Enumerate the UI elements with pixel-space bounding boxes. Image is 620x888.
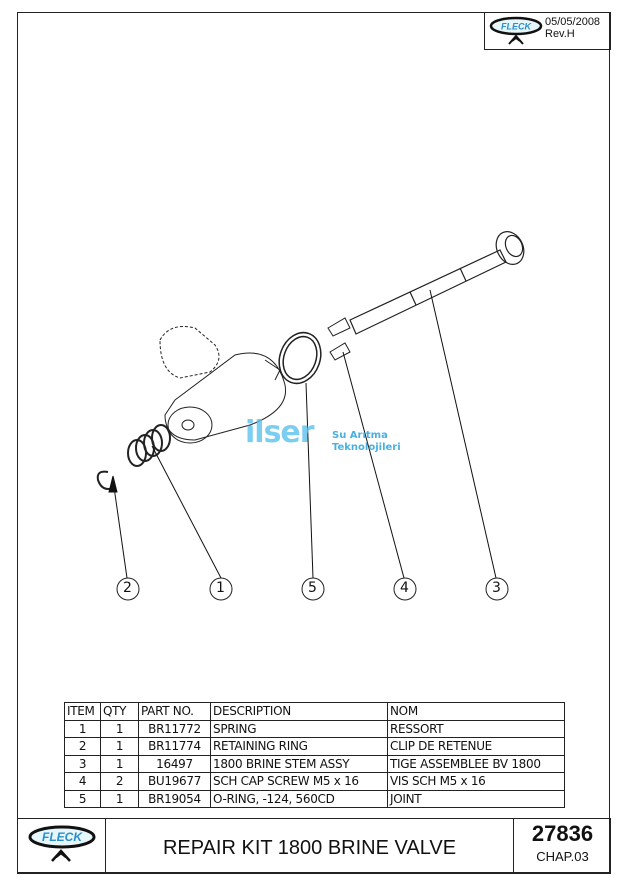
cell-description: 1800 BRINE STEM ASSY [210, 754, 388, 773]
header-qty: QTY [100, 702, 139, 721]
cell-item: 3 [64, 754, 101, 773]
cell-qty: 1 [100, 719, 139, 738]
watermark-logo: ilser [245, 415, 315, 450]
cell-qty: 1 [100, 789, 139, 808]
cell-qty: 1 [100, 754, 139, 773]
cell-description: O-RING, -124, 560CD [210, 789, 388, 808]
header-item: ITEM [64, 702, 101, 721]
cell-nom: TIGE ASSEMBLEE BV 1800 [387, 754, 565, 773]
revision-date: 05/05/2008 [545, 16, 601, 28]
svg-text:FLECK: FLECK [501, 22, 532, 32]
cell-item: 2 [64, 737, 101, 756]
cell-description: SPRING [210, 719, 388, 738]
cell-nom: CLIP DE RETENUE [387, 737, 565, 756]
balloon-4: 4 [400, 580, 409, 596]
cell-qty: 2 [100, 772, 139, 791]
item-balloons [116, 577, 509, 601]
revision-label: Rev.H [545, 28, 575, 40]
brine-stem-part [349, 231, 525, 335]
svg-text:FLECK: FLECK [42, 830, 83, 844]
watermark-line1: Su Arıtma [332, 430, 388, 441]
cell-item: 4 [64, 772, 101, 791]
balloon-1: 1 [216, 580, 225, 596]
cap-screws-part [327, 317, 351, 361]
drawing-frame [17, 12, 610, 873]
watermark-text: Su Arıtma Teknolojileri [332, 430, 401, 454]
o-ring-part [278, 331, 322, 385]
chapter-label: CHAP.03 [536, 849, 589, 864]
balloon-2: 2 [123, 580, 132, 596]
revision-box: FLECK 05/05/2008 Rev.H [484, 12, 611, 50]
cell-item: 5 [64, 789, 101, 808]
cell-description: RETAINING RING [210, 737, 388, 756]
title-block: FLECK REPAIR KIT 1800 BRINE VALVE 27836 … [17, 818, 611, 874]
retaining-ring-part [96, 470, 115, 490]
table-header-row: ITEM QTY PART NO. DESCRIPTION NOM [64, 702, 565, 721]
watermark-line2: Teknolojileri [332, 442, 401, 453]
header-description: DESCRIPTION [210, 702, 388, 721]
drawing-number: 27836 [531, 821, 594, 846]
cell-nom: JOINT [387, 789, 565, 808]
fleck-logo: FLECK [28, 825, 96, 862]
fleck-logo: FLECK [489, 16, 543, 45]
cell-nom: RESSORT [387, 719, 565, 738]
cell-part-no: BR11772 [138, 719, 211, 738]
cell-nom: VIS SCH M5 x 16 [387, 772, 565, 791]
cell-part-no: 16497 [138, 754, 211, 773]
cell-part-no: BR19054 [138, 789, 211, 808]
header-nom: NOM [387, 702, 565, 721]
drawing-title: REPAIR KIT 1800 BRINE VALVE [162, 837, 457, 859]
divider [105, 819, 106, 873]
cell-qty: 1 [100, 737, 139, 756]
balloon-3: 3 [492, 580, 501, 596]
cell-item: 1 [64, 719, 101, 738]
divider [513, 819, 514, 873]
cell-description: SCH CAP SCREW M5 x 16 [210, 772, 388, 791]
spring-part [127, 424, 171, 467]
cell-part-no: BR11774 [138, 737, 211, 756]
header-part-no: PART NO. [138, 702, 211, 721]
cell-part-no: BU19677 [138, 772, 211, 791]
leader-lines [108, 289, 497, 579]
balloon-5: 5 [308, 580, 317, 596]
